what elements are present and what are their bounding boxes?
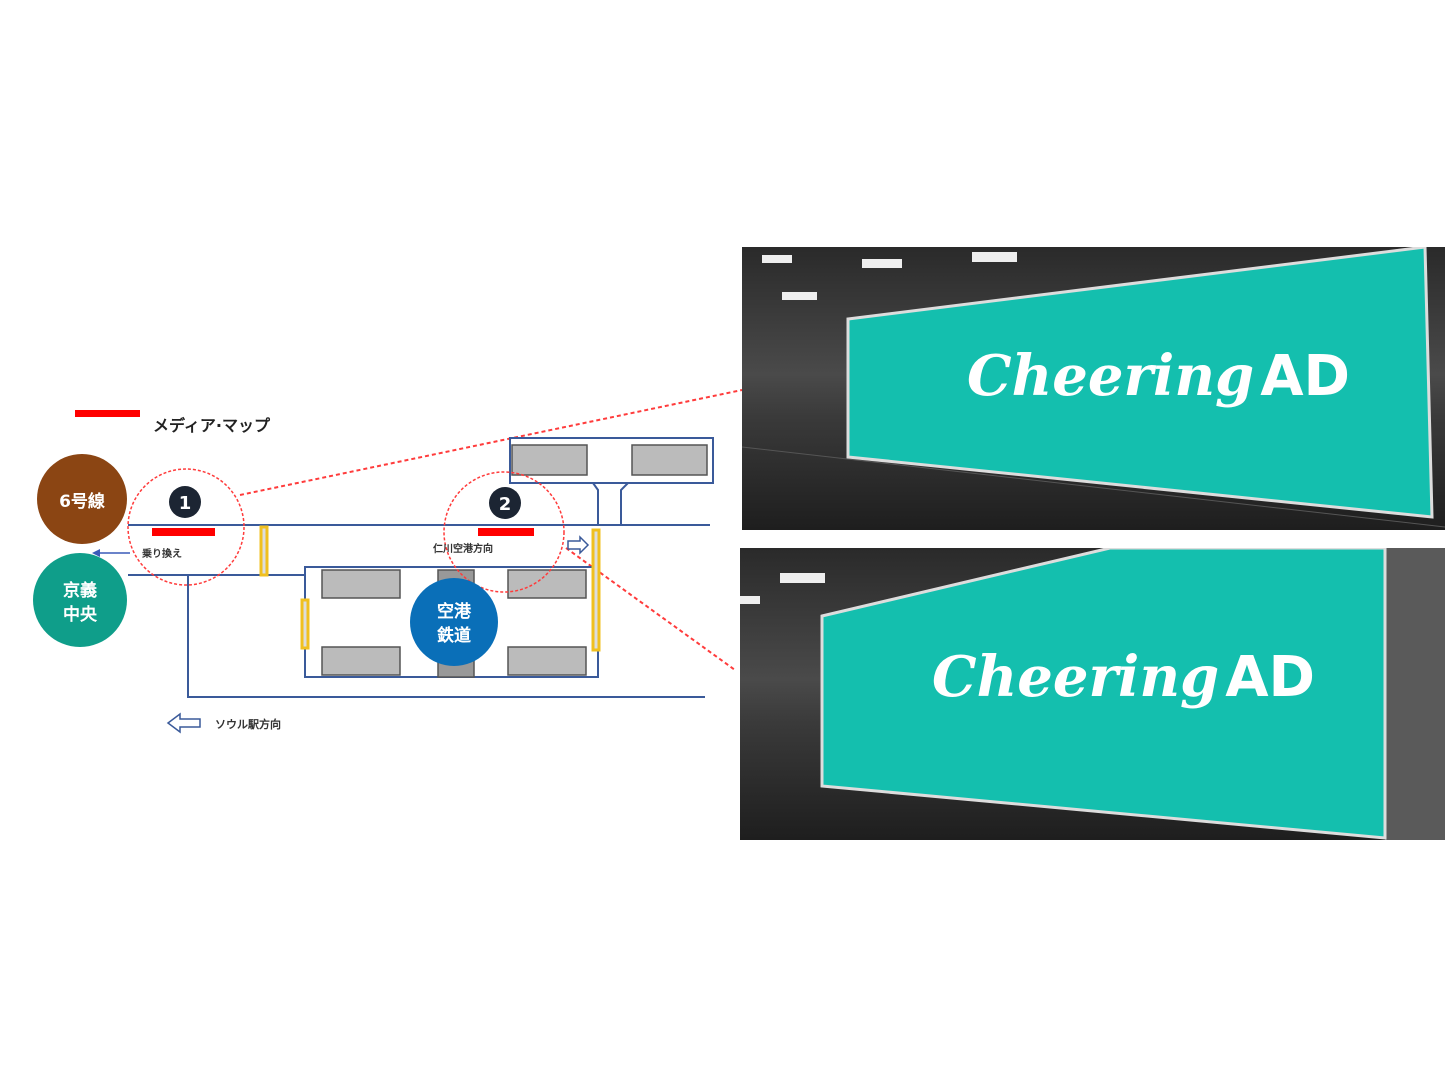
line6-station [37, 454, 127, 544]
media-location-1 [152, 528, 215, 536]
media-location-2 [478, 528, 534, 536]
callout-circle-2 [443, 471, 565, 593]
brand-logo-1-name: Cheering [967, 343, 1254, 409]
airport-label-1: 空港 [437, 601, 472, 622]
transfer-label: 乗り換え [141, 547, 182, 560]
gyeongui-label-1: 京義 [63, 580, 97, 601]
seoul-direction-label: ソウル駅方向 [215, 717, 281, 731]
arrow-right-icon [567, 535, 590, 555]
arrow-left-icon [166, 712, 201, 734]
brand-logo-1-suffix: AD [1260, 344, 1350, 409]
brand-logo-2-suffix: AD [1225, 645, 1315, 710]
corridors [128, 437, 714, 698]
ad-panel-2 [820, 548, 1387, 840]
stairs [259, 525, 601, 652]
legend-swatch [75, 410, 140, 417]
marker-2-label: 2 [499, 494, 512, 515]
brand-logo-2-name: Cheering [932, 644, 1219, 710]
ad-panel-1 [846, 247, 1434, 519]
legend-label: メディア·マップ [153, 416, 271, 435]
incheon-direction-label: 仁川空港方向 [433, 542, 493, 555]
marker-2 [489, 487, 521, 519]
gyeongui-label-2: 中央 [63, 604, 98, 625]
marker-1 [169, 486, 201, 518]
callout-circle-1 [127, 468, 245, 586]
gyeongui-station [33, 553, 127, 647]
line6-label: 6号線 [59, 491, 105, 512]
airport-station [410, 578, 498, 666]
marker-1-label: 1 [179, 493, 192, 514]
callout-line-1 [239, 389, 743, 496]
escalators [321, 444, 708, 678]
airport-label-2: 鉄道 [437, 625, 471, 646]
